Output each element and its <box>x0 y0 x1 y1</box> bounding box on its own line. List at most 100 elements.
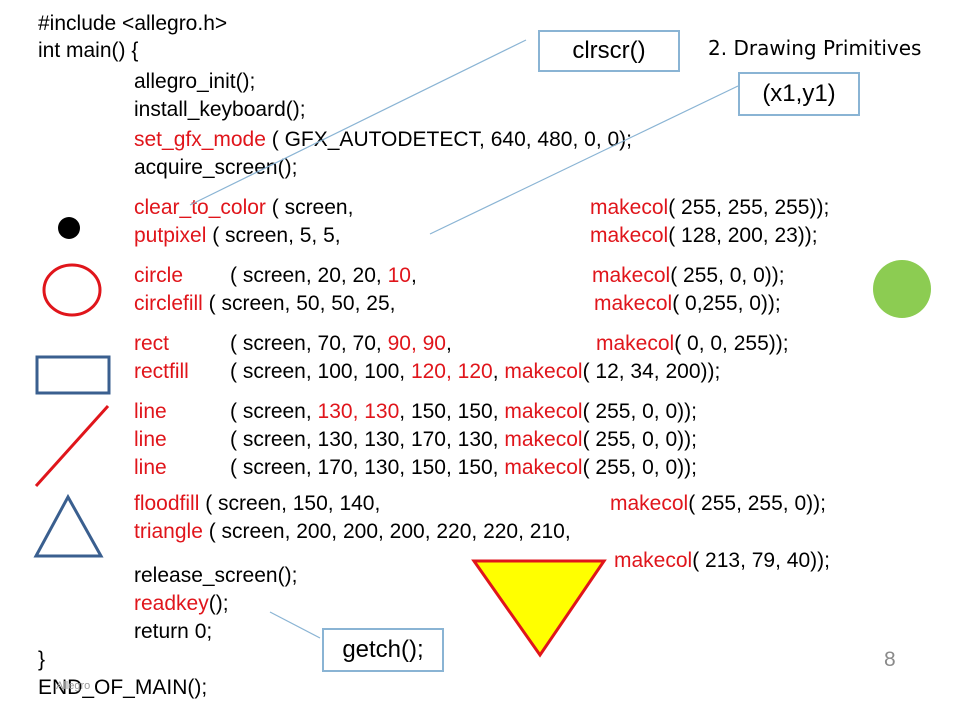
line-xy1: 130, 130 <box>317 400 400 423</box>
fn-makecol: makecol <box>592 264 671 287</box>
code-clear-color: makecol( 255, 255, 255)); <box>590 196 829 220</box>
fn-circle: circle <box>134 264 184 287</box>
fn-circlefill: circlefill <box>134 292 203 315</box>
args-makecol: ( 255, 0, 0)); <box>582 400 697 423</box>
code-putpixel-color: makecol( 128, 200, 23)); <box>590 224 818 248</box>
circle-outline-shape <box>42 263 102 317</box>
args-rect: ( screen, 70, 70, <box>230 332 388 355</box>
fn-rectfill: rectfill <box>134 360 189 383</box>
args-makecol: ( 255, 255, 255)); <box>668 196 830 219</box>
args-putpixel: ( screen, 5, 5, <box>206 224 341 247</box>
filled-circle-shape <box>873 260 931 318</box>
code-putpixel: putpixel ( screen, 5, 5, <box>134 224 341 248</box>
args-line: ( screen, 170, 130, 150, 150, <box>230 456 505 479</box>
args-line: , 150, 150, <box>399 400 505 423</box>
fn-readkey: readkey <box>134 592 209 615</box>
args-line: ( screen, 130, 130, 170, 130, <box>230 428 505 451</box>
fn-makecol: makecol <box>504 428 583 451</box>
fn-line: line <box>134 428 167 451</box>
code-triangle-color: makecol( 213, 79, 40)); <box>614 549 830 573</box>
code-return: return 0; <box>134 620 213 643</box>
watermark: Allegro <box>56 680 91 692</box>
args-rectfill-end: , <box>492 360 505 383</box>
code-floodfill-color: makecol( 255, 255, 0)); <box>610 492 826 516</box>
fn-line: line <box>134 400 167 423</box>
connector-getch <box>269 611 321 639</box>
code-install-keyboard: install_keyboard(); <box>134 98 306 121</box>
fn-makecol: makecol <box>504 400 583 423</box>
code-line-3: line ( screen, 170, 130, 150, 150, makeco… <box>134 456 697 480</box>
code-line-2: line ( screen, 130, 130, 170, 130, makeco… <box>134 428 697 452</box>
fn-rect: rect <box>134 332 170 355</box>
code-line-1: line ( screen, 130, 130, 150, 150, makeco… <box>134 400 697 424</box>
args-makecol: ( 255, 0, 0)); <box>670 264 785 287</box>
connector-point <box>429 85 739 235</box>
args-rectfill: ( screen, 100, 100, <box>230 360 411 383</box>
fn-line: line <box>134 456 167 479</box>
code-rect: rect ( screen, 70, 70, 90, 90, <box>134 332 452 356</box>
args-floodfill: ( screen, 150, 140, <box>199 492 381 515</box>
code-main-close: } <box>38 648 46 671</box>
fn-makecol: makecol <box>504 360 583 383</box>
filled-triangle-shape <box>471 559 607 658</box>
code-release-screen: release_screen(); <box>134 564 298 587</box>
code-readkey: readkey(); <box>134 592 229 616</box>
fn-floodfill: floodfill <box>134 492 200 515</box>
args-rect-end: , <box>445 332 452 355</box>
args-makecol: ( 213, 79, 40)); <box>692 549 830 572</box>
args-makecol: ( 128, 200, 23)); <box>668 224 818 247</box>
fn-clear-to-color: clear_to_color <box>134 196 266 219</box>
args-line: ( screen, <box>230 400 318 423</box>
fn-set-gfx-mode: set_gfx_mode <box>134 128 266 151</box>
fn-makecol: makecol <box>504 456 583 479</box>
connector-clrscr <box>189 39 527 206</box>
rect-xy2: 90, 90 <box>387 332 446 355</box>
triangle-outline-shape <box>33 493 104 558</box>
rectfill-xy2: 120, 120 <box>410 360 493 383</box>
fn-makecol: makecol <box>594 292 673 315</box>
code-circlefill: circlefill ( screen, 50, 50, 25, <box>134 292 395 316</box>
args-circle: ( screen, 20, 20, <box>230 264 388 287</box>
pixel-dot <box>58 217 80 239</box>
code-floodfill: floodfill ( screen, 150, 140, <box>134 492 380 516</box>
callout-getch: getch(); <box>322 628 444 672</box>
code-circlefill-color: makecol( 0,255, 0)); <box>594 292 781 316</box>
code-triangle: triangle ( screen, 200, 200, 200, 220, 2… <box>134 520 571 544</box>
args-makecol: ( 255, 255, 0)); <box>688 492 826 515</box>
callout-clrscr: clrscr() <box>538 30 680 72</box>
args-makecol: ( 0,255, 0)); <box>672 292 781 315</box>
code-circle-color: makecol( 255, 0, 0)); <box>592 264 785 288</box>
code-circle: circle ( screen, 20, 20, 10, <box>134 264 417 288</box>
rectangle-shape <box>35 355 111 395</box>
fn-makecol: makecol <box>614 549 693 572</box>
circle-radius: 10 <box>387 264 411 287</box>
args-clear-to-color: ( screen, <box>265 196 354 219</box>
args-readkey: (); <box>208 592 229 615</box>
args-circlefill: ( screen, 50, 50, 25, <box>202 292 396 315</box>
fn-makecol: makecol <box>596 332 675 355</box>
fn-putpixel: putpixel <box>134 224 207 247</box>
args-triangle: ( screen, 200, 200, 200, 220, 220, 210, <box>202 520 571 543</box>
args-circle-end: , <box>410 264 417 287</box>
args-makecol: ( 255, 0, 0)); <box>582 428 697 451</box>
fn-makecol: makecol <box>590 196 669 219</box>
args-makecol: ( 255, 0, 0)); <box>582 456 697 479</box>
fn-triangle: triangle <box>134 520 203 543</box>
callout-point: (x1,y1) <box>738 72 860 116</box>
args-makecol: ( 0, 0, 255)); <box>674 332 789 355</box>
slide-title: 2. Drawing Primitives <box>708 36 922 60</box>
slide-number: 8 <box>884 648 896 671</box>
code-rect-color: makecol( 0, 0, 255)); <box>596 332 789 356</box>
fn-makecol: makecol <box>610 492 689 515</box>
fn-makecol: makecol <box>590 224 669 247</box>
code-allegro-init: allegro_init(); <box>134 70 256 93</box>
args-makecol: ( 12, 34, 200)); <box>582 360 721 383</box>
code-clear-to-color: clear_to_color ( screen, <box>134 196 353 220</box>
code-end-of-main: END_OF_MAIN(); <box>38 676 208 699</box>
diagonal-line-shape <box>34 404 110 488</box>
code-acquire-screen: acquire_screen(); <box>134 156 298 179</box>
code-main-open: int main() { <box>38 39 139 62</box>
code-include: #include <allegro.h> <box>38 12 228 35</box>
code-rectfill: rectfill ( screen, 100, 100, 120, 120, ma… <box>134 360 720 384</box>
